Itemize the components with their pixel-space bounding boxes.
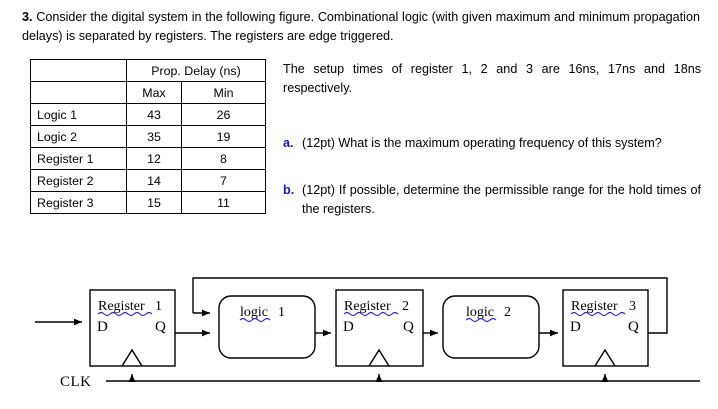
table-row: Register 1 12 8 [30,147,266,170]
block-register-1: Register 1 D Q [89,289,176,367]
question-part-a-text: (12pt) What is the maximum operating fre… [302,136,662,150]
register-2-label: Register [344,299,391,314]
register-3-number: 3 [629,299,636,314]
question-part-a-marker: a. [283,136,294,150]
table-cell-min: 8 [181,147,266,170]
register-1-label: Register [98,299,145,314]
setup-times-note: The setup times of register 1, 2 and 3 a… [283,62,701,95]
table-row-sub-header: Max Min [30,81,266,104]
table-cell-max: 43 [126,103,182,126]
circuit-diagram: Register 1 D Q logic 1 Register 2 D Q lo [0,258,718,409]
table-corner-blank-2 [30,81,127,104]
clock-network: CLK [60,374,700,390]
block-logic-1: logic 1 [218,295,316,359]
wire-feedback-loop [192,277,668,334]
register-2-pin-d: D [343,319,354,335]
register-1-pin-q: Q [155,319,166,335]
table-cell-min: 11 [181,191,266,214]
register-2-pin-q: Q [403,319,414,335]
table-cell-min: 19 [181,125,266,148]
table-cell-max: 15 [126,191,182,214]
question-intro-text: Consider the digital system in the follo… [22,10,700,43]
table-row: Register 2 14 7 [30,169,266,192]
block-register-2: Register 2 D Q [335,289,424,367]
register-2-clock-chevron [368,348,390,367]
question-part-b-text: (12pt) If possible, determine the permis… [302,183,701,216]
register-3-label: Register [571,299,618,314]
table-row: Logic 2 35 19 [30,125,266,148]
table-cell-name: Logic 2 [30,125,127,148]
table-row: Logic 1 43 26 [30,103,266,126]
question-part-b: b. (12pt) If possible, determine the per… [283,181,701,219]
table-group-header: Prop. Delay (ns) [126,59,266,82]
question-part-a: a. (12pt) What is the maximum operating … [283,134,701,153]
table-cell-name: Logic 1 [30,103,127,126]
clk-label: CLK [60,374,92,390]
register-1-pin-d: D [97,319,108,335]
register-2-number: 2 [402,299,409,314]
table-cell-max: 12 [126,147,182,170]
register-1-number: 1 [155,299,162,314]
block-register-3: Register 3 D Q [562,289,649,367]
table-corner-blank [30,59,127,82]
propagation-delay-table: Prop. Delay (ns) Max Min Logic 1 43 26 L… [30,59,266,214]
register-3-pin-d: D [570,319,581,335]
question-number: 3. [22,10,33,24]
table-row-group-header: Prop. Delay (ns) [30,59,266,82]
table-header-max: Max [126,81,182,104]
logic-2-label: logic [466,305,494,320]
register-3-pin-q: Q [628,319,639,335]
table-cell-min: 26 [181,103,266,126]
table-cell-max: 14 [126,169,182,192]
table-header-min: Min [181,81,266,104]
table-cell-max: 35 [126,125,182,148]
register-3-clock-chevron [594,348,616,367]
register-1-clock-chevron [121,348,143,367]
table-cell-name: Register 3 [30,191,127,214]
block-logic-2: logic 2 [442,295,540,359]
question-intro-paragraph: 3. Consider the digital system in the fo… [22,8,700,46]
question-part-b-marker: b. [283,183,295,197]
table-cell-name: Register 2 [30,169,127,192]
table-row: Register 3 15 11 [30,191,266,214]
table-cell-min: 7 [181,169,266,192]
logic-2-number: 2 [504,305,511,320]
logic-1-number: 1 [278,305,285,320]
logic-1-label: logic [240,305,268,320]
table-cell-name: Register 1 [30,147,127,170]
